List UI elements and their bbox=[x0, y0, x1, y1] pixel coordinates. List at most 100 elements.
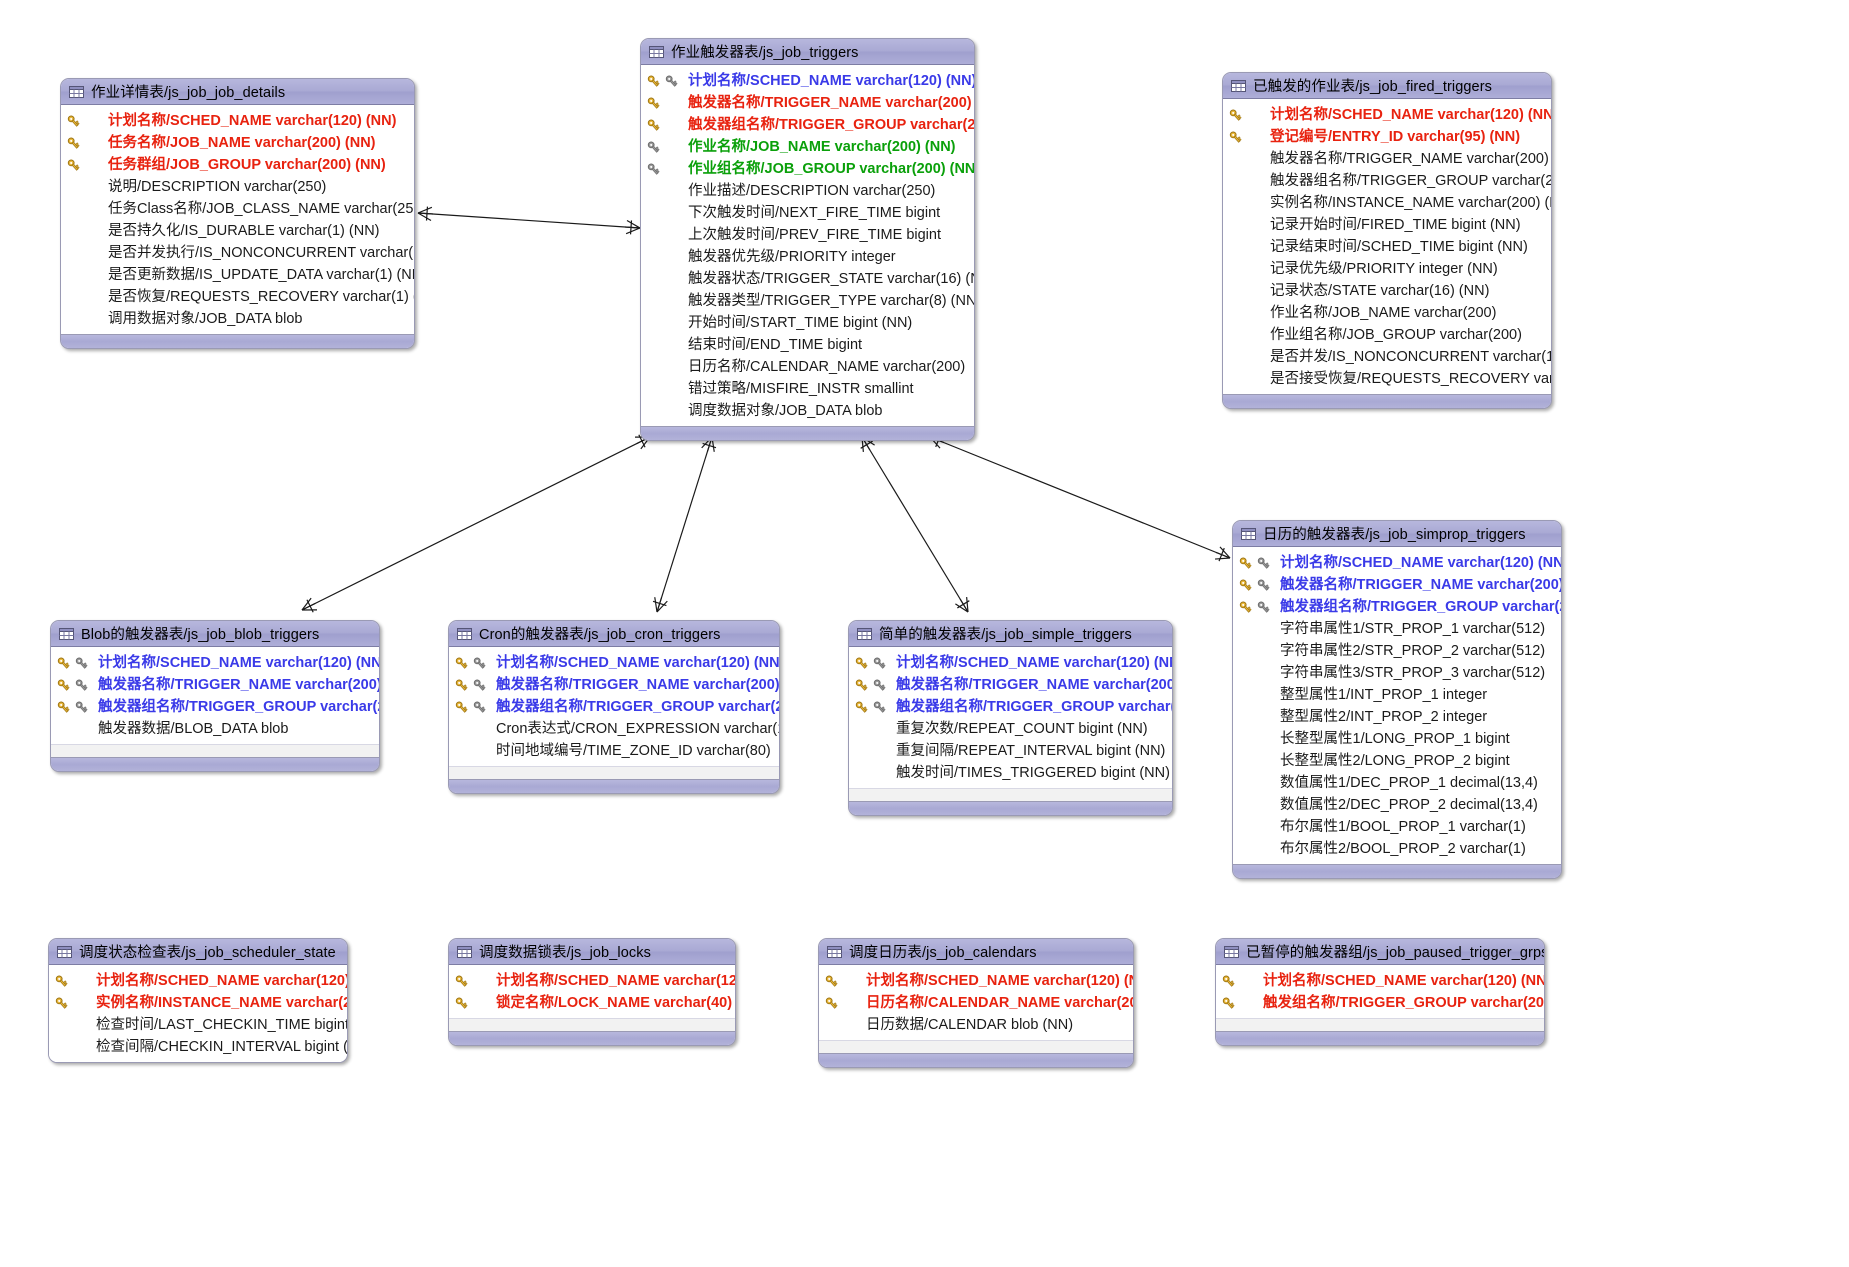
field-row[interactable]: 是否持久化/IS_DURABLE varchar(1) (NN) bbox=[61, 220, 414, 242]
field-row[interactable]: 触发器组名称/TRIGGER_GROUP varchar(200) (NN) bbox=[449, 696, 779, 718]
field-row[interactable]: 触发器组名称/TRIGGER_GROUP varchar(200) (NN) bbox=[849, 696, 1172, 718]
field-row[interactable]: 布尔属性2/BOOL_PROP_2 varchar(1) bbox=[1233, 838, 1561, 860]
job-details-table-header[interactable]: 作业详情表/js_job_job_details bbox=[61, 79, 414, 105]
job-triggers-table-header[interactable]: 作业触发器表/js_job_triggers bbox=[641, 39, 974, 65]
field-row[interactable]: 计划名称/SCHED_NAME varchar(120) (NN) bbox=[449, 970, 735, 992]
field-row[interactable]: 作业描述/DESCRIPTION varchar(250) bbox=[641, 180, 974, 202]
field-row[interactable]: 是否更新数据/IS_UPDATE_DATA varchar(1) (NN) bbox=[61, 264, 414, 286]
field-row[interactable]: 触发器名称/TRIGGER_NAME varchar(200) (NN) bbox=[641, 92, 974, 114]
locks-table[interactable]: 调度数据锁表/js_job_locks 计划名称/SCHED_NAME varch… bbox=[448, 938, 736, 1046]
field-row[interactable]: 触发器名称/TRIGGER_NAME varchar(200) (NN) bbox=[849, 674, 1172, 696]
field-row[interactable]: 记录结束时间/SCHED_TIME bigint (NN) bbox=[1223, 236, 1551, 258]
field-row[interactable]: 作业组名称/JOB_GROUP varchar(200) (NN) bbox=[641, 158, 974, 180]
field-row[interactable]: 作业名称/JOB_NAME varchar(200) bbox=[1223, 302, 1551, 324]
simple-triggers-table-header[interactable]: 简单的触发器表/js_job_simple_triggers bbox=[849, 621, 1172, 647]
field-row[interactable]: 触发器组名称/TRIGGER_GROUP varchar(200) (NN) bbox=[1233, 596, 1561, 618]
field-row[interactable]: 重复次数/REPEAT_COUNT bigint (NN) bbox=[849, 718, 1172, 740]
field-row[interactable]: 计划名称/SCHED_NAME varchar(120) (NN) bbox=[641, 70, 974, 92]
field-row[interactable]: 触发器名称/TRIGGER_NAME varchar(200) (NN) bbox=[449, 674, 779, 696]
paused-trigger-grps-table[interactable]: 已暂停的触发器组/js_job_paused_trigger_grps 计划名称/… bbox=[1215, 938, 1545, 1046]
locks-table-header[interactable]: 调度数据锁表/js_job_locks bbox=[449, 939, 735, 965]
field-row[interactable]: 触发时间/TIMES_TRIGGERED bigint (NN) bbox=[849, 762, 1172, 784]
field-row[interactable]: 调用数据对象/JOB_DATA blob bbox=[61, 308, 414, 330]
field-row[interactable]: 是否并发执行/IS_NONCONCURRENT varchar(1) (NN) bbox=[61, 242, 414, 264]
field-row[interactable]: 检查间隔/CHECKIN_INTERVAL bigint (NN) bbox=[49, 1036, 347, 1058]
field-row[interactable]: 记录开始时间/FIRED_TIME bigint (NN) bbox=[1223, 214, 1551, 236]
blob-triggers-table[interactable]: Blob的触发器表/js_job_blob_triggers 计划名称/SCHED… bbox=[50, 620, 380, 772]
job-details-table[interactable]: 作业详情表/js_job_job_details 计划名称/SCHED_NAME … bbox=[60, 78, 415, 349]
field-row[interactable]: 作业名称/JOB_NAME varchar(200) (NN) bbox=[641, 136, 974, 158]
field-row[interactable]: 整型属性1/INT_PROP_1 integer bbox=[1233, 684, 1561, 706]
field-row[interactable]: 是否恢复/REQUESTS_RECOVERY varchar(1) (NN) bbox=[61, 286, 414, 308]
calendars-table[interactable]: 调度日历表/js_job_calendars 计划名称/SCHED_NAME va… bbox=[818, 938, 1134, 1068]
field-row[interactable]: 触发组名称/TRIGGER_GROUP varchar(200) (NN) bbox=[1216, 992, 1544, 1014]
fired-triggers-table-header[interactable]: 已触发的作业表/js_job_fired_triggers bbox=[1223, 73, 1551, 99]
field-row[interactable]: 重复间隔/REPEAT_INTERVAL bigint (NN) bbox=[849, 740, 1172, 762]
field-row[interactable]: 长整型属性1/LONG_PROP_1 bigint bbox=[1233, 728, 1561, 750]
field-row[interactable]: 计划名称/SCHED_NAME varchar(120) (NN) bbox=[49, 970, 347, 992]
field-row[interactable]: 下次触发时间/NEXT_FIRE_TIME bigint bbox=[641, 202, 974, 224]
field-row[interactable]: 记录状态/STATE varchar(16) (NN) bbox=[1223, 280, 1551, 302]
field-row[interactable]: 触发器名称/TRIGGER_NAME varchar(200) (NN) bbox=[1233, 574, 1561, 596]
field-row[interactable]: 计划名称/SCHED_NAME varchar(120) (NN) bbox=[1233, 552, 1561, 574]
field-row[interactable]: 触发器状态/TRIGGER_STATE varchar(16) (NN) bbox=[641, 268, 974, 290]
cron-triggers-table[interactable]: Cron的触发器表/js_job_cron_triggers 计划名称/SCHED… bbox=[448, 620, 780, 794]
field-row[interactable]: 时间地域编号/TIME_ZONE_ID varchar(80) bbox=[449, 740, 779, 762]
field-row[interactable]: 锁定名称/LOCK_NAME varchar(40) (NN) bbox=[449, 992, 735, 1014]
field-row[interactable]: 触发器优先级/PRIORITY integer bbox=[641, 246, 974, 268]
field-row[interactable]: 计划名称/SCHED_NAME varchar(120) (NN) bbox=[849, 652, 1172, 674]
field-row[interactable]: 整型属性2/INT_PROP_2 integer bbox=[1233, 706, 1561, 728]
field-row[interactable]: 触发器类型/TRIGGER_TYPE varchar(8) (NN) bbox=[641, 290, 974, 312]
field-row[interactable]: 触发器组名称/TRIGGER_GROUP varchar(200) (NN) bbox=[1223, 170, 1551, 192]
field-row[interactable]: 日历名称/CALENDAR_NAME varchar(200) bbox=[641, 356, 974, 378]
field-row[interactable]: 日历名称/CALENDAR_NAME varchar(200) (NN) bbox=[819, 992, 1133, 1014]
field-row[interactable]: 日历数据/CALENDAR blob (NN) bbox=[819, 1014, 1133, 1036]
field-row[interactable]: 任务Class名称/JOB_CLASS_NAME varchar(250) (N… bbox=[61, 198, 414, 220]
field-row[interactable]: 字符串属性1/STR_PROP_1 varchar(512) bbox=[1233, 618, 1561, 640]
field-row[interactable]: 长整型属性2/LONG_PROP_2 bigint bbox=[1233, 750, 1561, 772]
field-row[interactable]: 触发器名称/TRIGGER_NAME varchar(200) (NN) bbox=[1223, 148, 1551, 170]
fired-triggers-table[interactable]: 已触发的作业表/js_job_fired_triggers 计划名称/SCHED_… bbox=[1222, 72, 1552, 409]
field-row[interactable]: 计划名称/SCHED_NAME varchar(120) (NN) bbox=[449, 652, 779, 674]
blob-triggers-table-header[interactable]: Blob的触发器表/js_job_blob_triggers bbox=[51, 621, 379, 647]
paused-trigger-grps-table-header[interactable]: 已暂停的触发器组/js_job_paused_trigger_grps bbox=[1216, 939, 1544, 965]
field-row[interactable]: 实例名称/INSTANCE_NAME varchar(200) (NN) bbox=[49, 992, 347, 1014]
scheduler-state-table-header[interactable]: 调度状态检查表/js_job_scheduler_state bbox=[49, 939, 347, 965]
field-row[interactable]: 计划名称/SCHED_NAME varchar(120) (NN) bbox=[61, 110, 414, 132]
scheduler-state-table[interactable]: 调度状态检查表/js_job_scheduler_state 计划名称/SCHED… bbox=[48, 938, 348, 1063]
field-row[interactable]: 数值属性2/DEC_PROP_2 decimal(13,4) bbox=[1233, 794, 1561, 816]
field-row[interactable]: 任务群组/JOB_GROUP varchar(200) (NN) bbox=[61, 154, 414, 176]
field-row[interactable]: 触发器数据/BLOB_DATA blob bbox=[51, 718, 379, 740]
field-row[interactable]: 开始时间/START_TIME bigint (NN) bbox=[641, 312, 974, 334]
field-row[interactable]: 记录优先级/PRIORITY integer (NN) bbox=[1223, 258, 1551, 280]
field-row[interactable]: 是否并发/IS_NONCONCURRENT varchar(1) bbox=[1223, 346, 1551, 368]
field-row[interactable]: 触发器组名称/TRIGGER_GROUP varchar(200) (NN) bbox=[51, 696, 379, 718]
field-row[interactable]: 检查时间/LAST_CHECKIN_TIME bigint (NN) bbox=[49, 1014, 347, 1036]
field-row[interactable]: 字符串属性3/STR_PROP_3 varchar(512) bbox=[1233, 662, 1561, 684]
field-row[interactable]: 触发器组名称/TRIGGER_GROUP varchar(200) (NN) bbox=[641, 114, 974, 136]
field-row[interactable]: 上次触发时间/PREV_FIRE_TIME bigint bbox=[641, 224, 974, 246]
field-row[interactable]: 触发器名称/TRIGGER_NAME varchar(200) (NN) bbox=[51, 674, 379, 696]
field-row[interactable]: Cron表达式/CRON_EXPRESSION varchar(120) (NN… bbox=[449, 718, 779, 740]
field-row[interactable]: 计划名称/SCHED_NAME varchar(120) (NN) bbox=[819, 970, 1133, 992]
field-row[interactable]: 错过策略/MISFIRE_INSTR smallint bbox=[641, 378, 974, 400]
field-row[interactable]: 登记编号/ENTRY_ID varchar(95) (NN) bbox=[1223, 126, 1551, 148]
simprop-triggers-table-header[interactable]: 日历的触发器表/js_job_simprop_triggers bbox=[1233, 521, 1561, 547]
calendars-table-header[interactable]: 调度日历表/js_job_calendars bbox=[819, 939, 1133, 965]
simprop-triggers-table[interactable]: 日历的触发器表/js_job_simprop_triggers 计划名称/SCHE… bbox=[1232, 520, 1562, 879]
field-row[interactable]: 计划名称/SCHED_NAME varchar(120) (NN) bbox=[51, 652, 379, 674]
field-row[interactable]: 实例名称/INSTANCE_NAME varchar(200) (NN) bbox=[1223, 192, 1551, 214]
cron-triggers-table-header[interactable]: Cron的触发器表/js_job_cron_triggers bbox=[449, 621, 779, 647]
field-row[interactable]: 作业组名称/JOB_GROUP varchar(200) bbox=[1223, 324, 1551, 346]
job-triggers-table[interactable]: 作业触发器表/js_job_triggers 计划名称/SCHED_NAME va… bbox=[640, 38, 975, 441]
field-row[interactable]: 说明/DESCRIPTION varchar(250) bbox=[61, 176, 414, 198]
field-row[interactable]: 计划名称/SCHED_NAME varchar(120) (NN) bbox=[1223, 104, 1551, 126]
field-row[interactable]: 数值属性1/DEC_PROP_1 decimal(13,4) bbox=[1233, 772, 1561, 794]
field-row[interactable]: 布尔属性1/BOOL_PROP_1 varchar(1) bbox=[1233, 816, 1561, 838]
field-row[interactable]: 字符串属性2/STR_PROP_2 varchar(512) bbox=[1233, 640, 1561, 662]
simple-triggers-table[interactable]: 简单的触发器表/js_job_simple_triggers 计划名称/SCHED… bbox=[848, 620, 1173, 816]
field-row[interactable]: 计划名称/SCHED_NAME varchar(120) (NN) bbox=[1216, 970, 1544, 992]
field-row[interactable]: 是否接受恢复/REQUESTS_RECOVERY varchar(1) bbox=[1223, 368, 1551, 390]
field-row[interactable]: 结束时间/END_TIME bigint bbox=[641, 334, 974, 356]
field-row[interactable]: 调度数据对象/JOB_DATA blob bbox=[641, 400, 974, 422]
